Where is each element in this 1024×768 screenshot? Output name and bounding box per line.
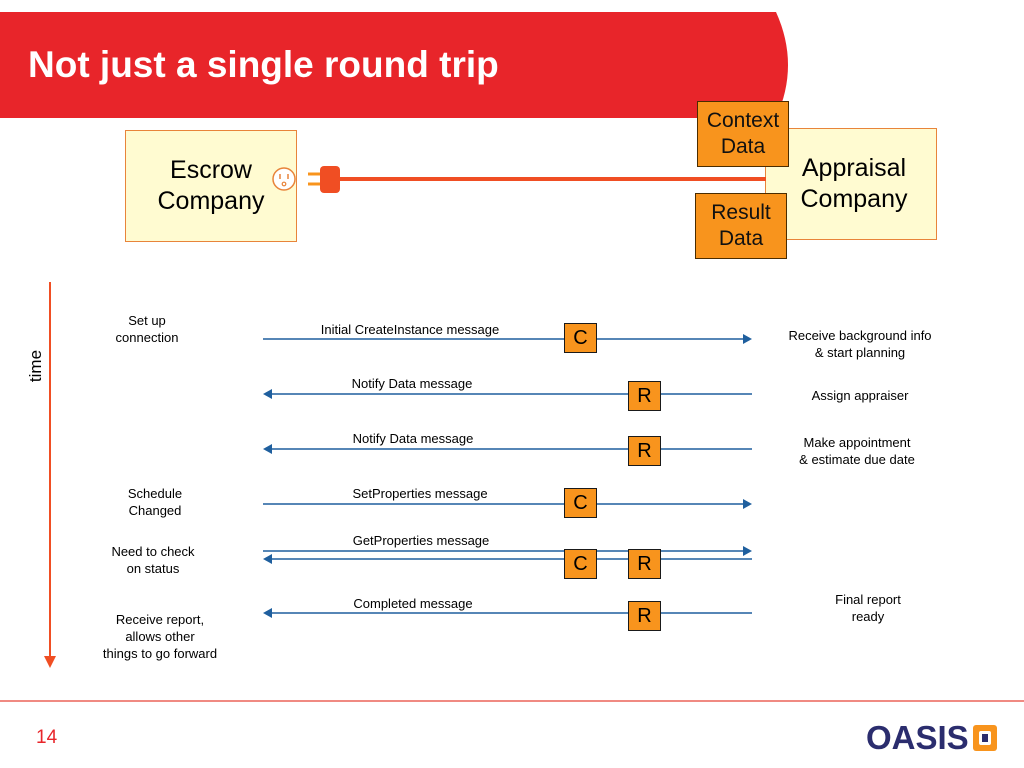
- message-tag-1-c: C: [564, 323, 597, 353]
- message-tag-5-c: C: [564, 549, 597, 579]
- result-data-line-2: Data: [718, 227, 764, 250]
- left-note-4: Schedule Changed: [127, 486, 183, 519]
- connection-plug-graphic: [272, 166, 766, 193]
- message-tag-2-r: R: [628, 381, 661, 411]
- message-arrow-5-response: [263, 554, 752, 564]
- left-note-6: Receive report, allows other things to g…: [102, 612, 218, 662]
- context-data-line-1: Context: [706, 108, 780, 132]
- message-arrow-3: [263, 444, 752, 454]
- outlet-icon: [272, 167, 296, 191]
- message-tag-4-c: C: [564, 488, 597, 518]
- message-arrow-4: [263, 499, 752, 509]
- message-label-2: Notify Data message: [351, 376, 473, 391]
- message-tag-5-r: R: [628, 549, 661, 579]
- message-tag-6-r: R: [628, 601, 661, 631]
- message-tag-3-r: R: [628, 436, 661, 466]
- appraisal-company-box: Appraisal Company: [765, 128, 937, 240]
- context-data-line-2: Data: [720, 135, 766, 158]
- right-note-1: Receive background info & start planning: [788, 328, 932, 361]
- oasis-logo-icon: [972, 725, 997, 751]
- oasis-logo: OASIS: [866, 719, 998, 756]
- appraisal-company-line-2: Company: [800, 185, 908, 213]
- page-number: 14: [36, 727, 58, 748]
- message-arrow-5-request: [263, 546, 752, 556]
- escrow-company-line-2: Company: [157, 187, 265, 215]
- context-data-box: Context Data: [697, 101, 789, 167]
- left-note-5: Need to check on status: [111, 544, 195, 577]
- message-arrow-6: [263, 608, 752, 618]
- escrow-company-line-1: Escrow: [170, 155, 252, 184]
- slide-title: Not just a single round trip: [28, 44, 499, 85]
- message-label-6: Completed message: [353, 596, 473, 611]
- message-arrow-1: [263, 334, 752, 344]
- appraisal-company-line-1: Appraisal: [801, 153, 907, 182]
- right-note-3: Make appointment & estimate due date: [799, 435, 915, 468]
- timeline-arrow: [44, 282, 56, 668]
- footer-divider: [0, 700, 1024, 702]
- title-banner: [0, 12, 788, 118]
- escrow-company-box: Escrow Company: [125, 130, 297, 242]
- right-note-6: Final report ready: [835, 592, 901, 625]
- message-label-4: SetProperties message: [352, 486, 488, 501]
- result-data-box: Result Data: [695, 193, 787, 259]
- message-label-3: Notify Data message: [352, 431, 474, 446]
- right-note-2: Assign appraiser: [811, 388, 909, 403]
- left-note-1: Set up connection: [115, 313, 179, 346]
- plug-icon: [308, 166, 340, 193]
- message-arrow-2: [263, 389, 752, 399]
- message-label-5: GetProperties message: [352, 533, 490, 548]
- message-label-1: Initial CreateInstance message: [320, 322, 500, 337]
- result-data-line-1: Result: [711, 200, 771, 224]
- oasis-logo-text: OASIS: [866, 719, 969, 756]
